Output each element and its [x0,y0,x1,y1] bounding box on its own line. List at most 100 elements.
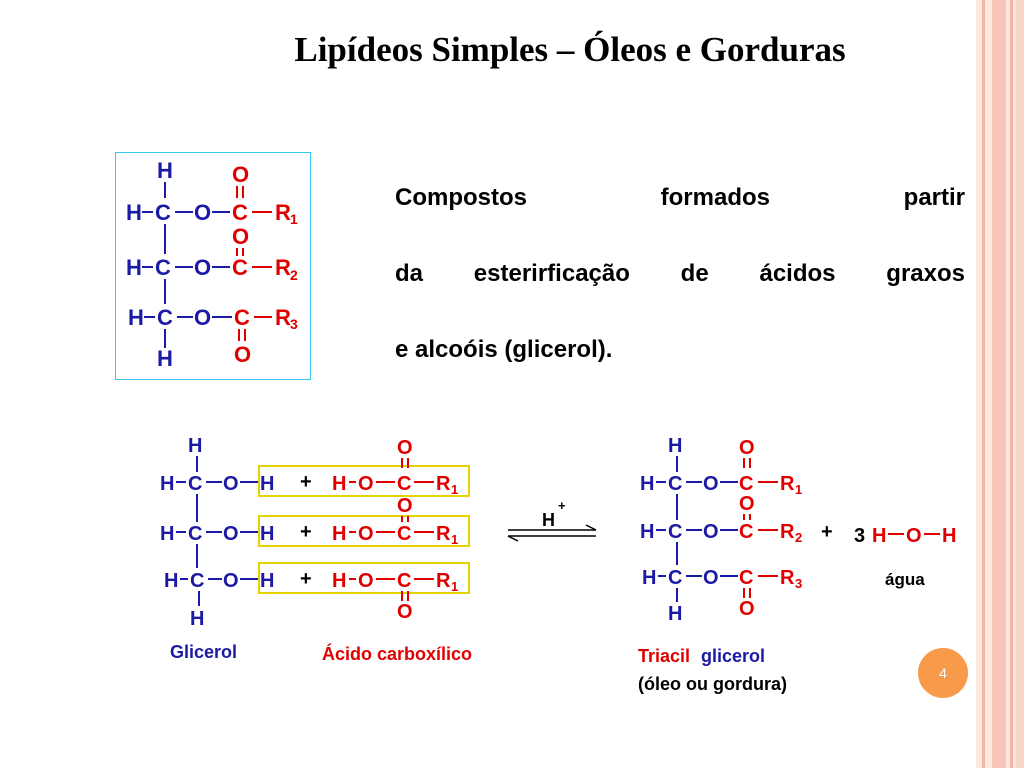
description-line-1: Compostos formados partir [395,184,965,211]
glycerol-oh-h-row1: H [260,473,274,495]
atom-c-carbonyl1: C [232,200,248,225]
catalyst-plus: + [558,498,566,513]
product-sub-label: (óleo ou gordura) [638,674,787,694]
atom-r3: R [275,305,291,330]
acid1-subscript: 1 [451,482,458,497]
water-h-left: H [872,525,886,547]
product-r1: R [780,473,795,495]
glycerol-oh-h-row2: H [260,523,274,545]
atom-r1: R [275,200,291,225]
description-line-3: e alcoóis (glicerol). [395,336,613,363]
atom-o-row3: O [194,305,211,330]
subscript-3: 3 [290,316,298,332]
decorative-stripes [976,0,1024,768]
product-o-carbonyl1: O [739,437,755,459]
glycerol-h-row3: H [164,570,178,592]
product-h-row3: H [642,567,656,589]
product-h-row1: H [640,473,654,495]
product-c-row3: C [668,567,682,589]
product-c-row1: C [668,473,682,495]
acid3-r: R [436,570,451,592]
description: Compostos formados partir da esterirfica… [395,160,965,388]
triglyceride-frame [115,152,311,380]
atom-c-row3: C [157,305,173,330]
product-o-row1: O [703,473,719,495]
atom-o-carbonyl2: O [232,224,249,249]
acid-o-top: O [397,437,413,459]
glycerol-h-bottom: H [190,608,204,630]
glycerol-oh-h-row3: H [260,570,274,592]
water-o: O [906,525,922,547]
product-h-bottom: H [668,603,682,625]
glycerol-h-row2: H [160,523,174,545]
product-c-carbonyl2: C [739,521,753,543]
atom-h-bottom: H [157,346,173,371]
acid2-o-top: O [397,495,413,517]
acid1-o: O [358,473,374,495]
atom-c-carbonyl3: C [234,305,250,330]
acid3-subscript: 1 [451,579,458,594]
product-o-row3: O [703,567,719,589]
acid2-c: C [397,523,411,545]
glycerol-o-row3: O [223,570,239,592]
glycerol-c-row3: C [190,570,204,592]
product-c-carbonyl1: C [739,473,753,495]
plus-sign-1: + [300,471,312,493]
product-subscript-1: 1 [795,482,802,497]
glycerol-c-row2: C [188,523,202,545]
product-c-row2: C [668,521,682,543]
glycerol-o-row2: O [223,523,239,545]
acid3-o-bottom: O [397,601,413,623]
water-label: água [885,570,925,589]
acid2-o: O [358,523,374,545]
product-label-glicerol: glicerol [701,646,765,666]
product-h-row2: H [640,521,654,543]
atom-h-row1: H [126,200,142,225]
product-o-carbonyl3: O [739,598,755,620]
product-label-triacil: Triacil [638,646,690,666]
acid1-c: C [397,473,411,495]
acid2-h: H [332,523,346,545]
subscript-2: 2 [290,267,298,283]
description-line-2: da esterirficação de ácidos graxos [395,260,965,287]
product-r2: R [780,521,795,543]
atom-h-top: H [157,158,173,183]
acid3-h: H [332,570,346,592]
subscript-1: 1 [290,211,298,227]
slide-title: Lipídeos Simples – Óleos e Gorduras [294,30,846,69]
plus-sign-3: + [300,568,312,590]
acid3-o: O [358,570,374,592]
page-number-badge: 4 [918,648,968,698]
atom-o-row2: O [194,255,211,280]
product-c-carbonyl3: C [739,567,753,589]
acid2-subscript: 1 [451,532,458,547]
product-h-top: H [668,435,682,457]
acid1-h: H [332,473,346,495]
atom-o-carbonyl3: O [234,342,251,367]
glycerol-h-row1: H [160,473,174,495]
water-coefficient: 3 [854,525,865,547]
atom-c-carbonyl2: C [232,255,248,280]
product-r3: R [780,567,795,589]
plus-sign-products: + [821,521,833,543]
glycerol-o-row1: O [223,473,239,495]
product-subscript-3: 3 [795,576,802,591]
glycerol-c-row1: C [188,473,202,495]
acid1-r: R [436,473,451,495]
atom-c-row2: C [155,255,171,280]
water-h-right: H [942,525,956,547]
atom-r2: R [275,255,291,280]
atom-c-row1: C [155,200,171,225]
acid2-r: R [436,523,451,545]
catalyst-h: H [542,510,555,530]
acid3-c: C [397,570,411,592]
acid-label: Ácido carboxílico [322,643,472,664]
plus-sign-2: + [300,521,312,543]
atom-o-row1: O [194,200,211,225]
atom-o-carbonyl1: O [232,162,249,187]
product-subscript-2: 2 [795,530,802,545]
glycerol-h-top: H [188,435,202,457]
product-o-row2: O [703,521,719,543]
